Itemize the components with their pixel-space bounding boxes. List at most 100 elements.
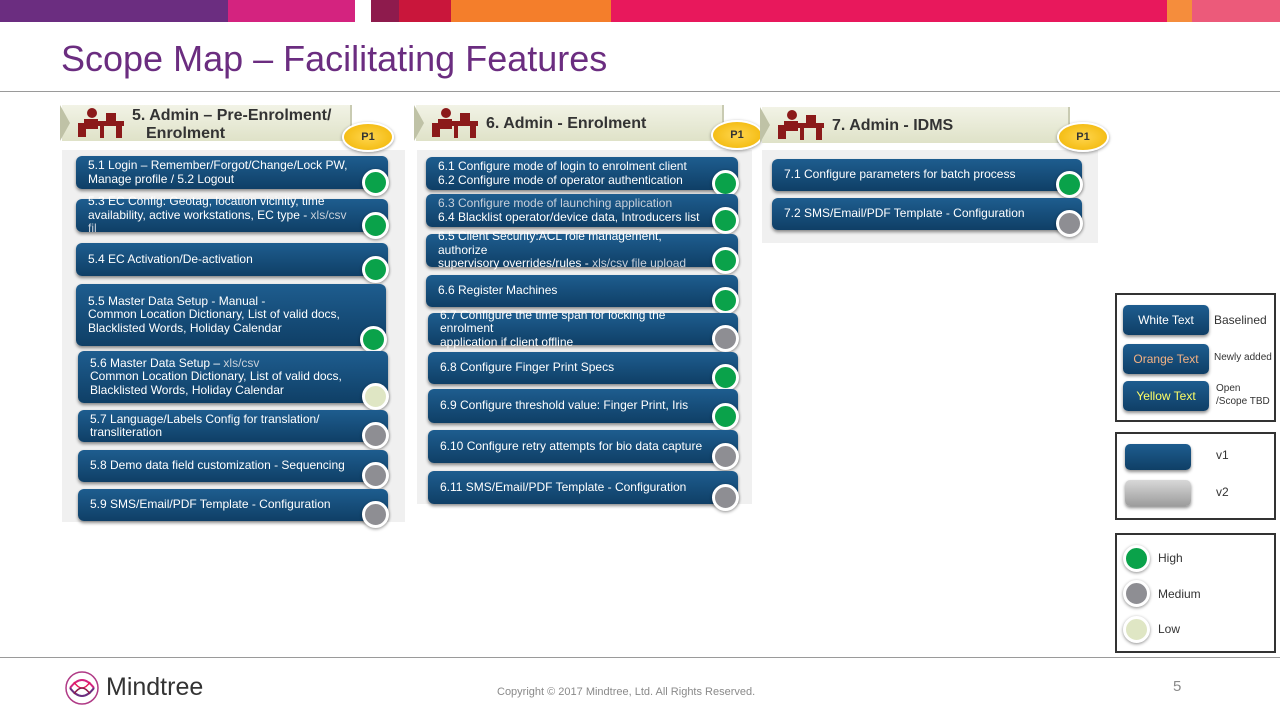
feature-label: 5.4 EC Activation/De-activation [88,251,253,266]
section-7-priority-badge: P1 [1057,122,1109,152]
medium-priority-dot-icon [362,422,389,449]
admin-desk-icon [432,108,478,138]
feature-button[interactable]: 5.9 SMS/Email/PDF Template - Configurati… [78,489,388,521]
section-6-priority-badge: P1 [711,120,763,150]
orange-text-desc: Newly added [1214,352,1272,363]
feature-button[interactable]: 5.4 EC Activation/De-activation [76,243,388,276]
feature-button[interactable]: 5.1 Login – Remember/Forgot/Change/Lock … [76,156,388,189]
feature-button[interactable]: 5.6 Master Data Setup – xls/csv Common L… [78,351,388,403]
low-dot-icon [1123,616,1150,643]
section-5-header: 5. Admin – Pre-Enrolment/ Enrolment [60,105,352,143]
medium-priority-dot-icon [712,484,739,511]
v2-sample [1125,480,1191,506]
medium-dot-icon [1123,580,1150,607]
section-5-title-line1: 5. Admin – Pre-Enrolment/ [132,107,332,124]
top-band-maroon [371,0,399,22]
low-priority-dot-icon [362,383,389,410]
high-priority-dot-icon [712,287,739,314]
section-5-title: 5. Admin – Pre-Enrolment/ Enrolment [132,107,331,143]
feature-label: 5.3 EC Config: Geotag, location vicinity… [88,194,347,236]
header-tip [60,105,70,141]
feature-label: 6.5 Client Security:ACL role management,… [438,229,687,271]
feature-label: 5.7 Language/Labels Config for translati… [90,411,320,439]
top-band-red [399,0,451,22]
high-priority-dot-icon [712,207,739,234]
high-priority-dot-icon [362,256,389,283]
brand-name: Mindtree [106,673,204,701]
header-tip [760,107,770,143]
footer-divider [0,657,1280,658]
page-number: 5 [1173,678,1182,695]
feature-button[interactable]: 7.1 Configure parameters for batch proce… [772,159,1082,191]
feature-label: 6.7 Configure the time span for locking … [440,307,666,349]
page-title: Scope Map – Facilitating Features [61,38,608,79]
feature-label: 6.3 Configure mode of launching applicat… [438,196,700,224]
high-priority-dot-icon [712,403,739,430]
version-legend: v1 v2 [1115,432,1276,520]
top-band-magenta [228,0,355,22]
priority-legend: High Medium Low [1115,533,1276,653]
feature-label: 6.10 Configure retry attempts for bio da… [440,438,703,453]
high-priority-dot-icon [712,170,739,197]
medium-priority-dot-icon [362,462,389,489]
yellow-text-desc: Open /Scope TBD [1216,383,1270,407]
feature-button[interactable]: 7.2 SMS/Email/PDF Template - Configurati… [772,198,1082,230]
file-type-text: xls/csv [223,355,260,370]
feature-button[interactable]: 5.3 EC Config: Geotag, location vicinity… [76,195,388,235]
feature-label: 7.2 SMS/Email/PDF Template - Configurati… [784,206,1025,221]
feature-button[interactable]: 5.8 Demo data field customization - Sequ… [78,450,388,482]
v1-sample [1125,444,1191,470]
feature-label: 6.9 Configure threshold value: Finger Pr… [440,398,689,413]
top-band-pink-2 [1192,0,1280,22]
medium-priority-dot-icon [712,325,739,352]
feature-label: 5.5 Master Data Setup - Manual - Common … [88,293,340,335]
v2-label: v2 [1216,485,1229,499]
medium-priority-dot-icon [362,501,389,528]
section-5-priority-badge: P1 [342,122,394,152]
white-text-desc: Baselined [1214,313,1267,327]
feature-button[interactable]: 6.6 Register Machines [426,275,738,307]
copyright-text: Copyright © 2017 Mindtree, Ltd. All Righ… [497,686,756,698]
title-divider [0,91,1280,92]
high-priority-dot-icon [362,212,389,239]
feature-label: 6.6 Register Machines [438,283,558,298]
section-6-title: 6. Admin - Enrolment [486,115,647,132]
feature-button[interactable]: 6.5 Client Security:ACL role management,… [426,230,738,270]
feature-button[interactable]: 6.10 Configure retry attempts for bio da… [428,430,738,463]
medium-label: Medium [1158,587,1201,601]
low-label: Low [1158,622,1181,636]
feature-label: 5.6 Master Data Setup – xls/csv Common L… [90,355,342,397]
admin-desk-icon [78,108,124,138]
feature-button[interactable]: 5.5 Master Data Setup - Manual - Common … [76,284,386,346]
feature-button[interactable]: 6.7 Configure the time span for locking … [428,308,738,348]
feature-label: 6.1 Configure mode of login to enrolment… [438,159,687,187]
text-color-legend: White Text Baselined Orange Text Newly a… [1115,293,1276,422]
section-7-title: 7. Admin - IDMS [832,117,954,134]
feature-button[interactable]: 5.7 Language/Labels Config for translati… [78,410,388,442]
file-type-text: xls/csv fil [88,207,347,236]
admin-desk-icon [778,110,824,140]
header-tip [414,105,424,141]
mindtree-logo-icon [65,671,99,705]
feature-label: 5.9 SMS/Email/PDF Template - Configurati… [90,497,331,512]
high-priority-dot-icon [362,169,389,196]
top-band-pink [611,0,1167,22]
high-label: High [1158,551,1183,565]
top-band-orange-2 [1167,0,1192,22]
feature-button[interactable]: 6.8 Configure Finger Print Specs [428,352,738,384]
section-6-header: 6. Admin - Enrolment [414,105,724,141]
high-priority-dot-icon [1056,171,1083,198]
feature-button[interactable]: 6.3 Configure mode of launching applicat… [426,194,738,227]
feature-button[interactable]: 6.1 Configure mode of login to enrolment… [426,157,738,190]
top-band-purple [0,0,228,22]
feature-label: 5.8 Demo data field customization - Sequ… [90,458,345,473]
section-7-header: 7. Admin - IDMS [760,107,1070,143]
v1-label: v1 [1216,448,1229,462]
high-priority-dot-icon [712,364,739,391]
high-dot-icon [1123,545,1150,572]
feature-label: 6.8 Configure Finger Print Specs [440,360,615,375]
feature-button[interactable]: 6.9 Configure threshold value: Finger Pr… [428,389,738,423]
feature-label: 5.1 Login – Remember/Forgot/Change/Lock … [88,158,348,186]
yellow-text-sample: Yellow Text [1123,381,1209,411]
feature-button[interactable]: 6.11 SMS/Email/PDF Template - Configurat… [428,471,738,504]
